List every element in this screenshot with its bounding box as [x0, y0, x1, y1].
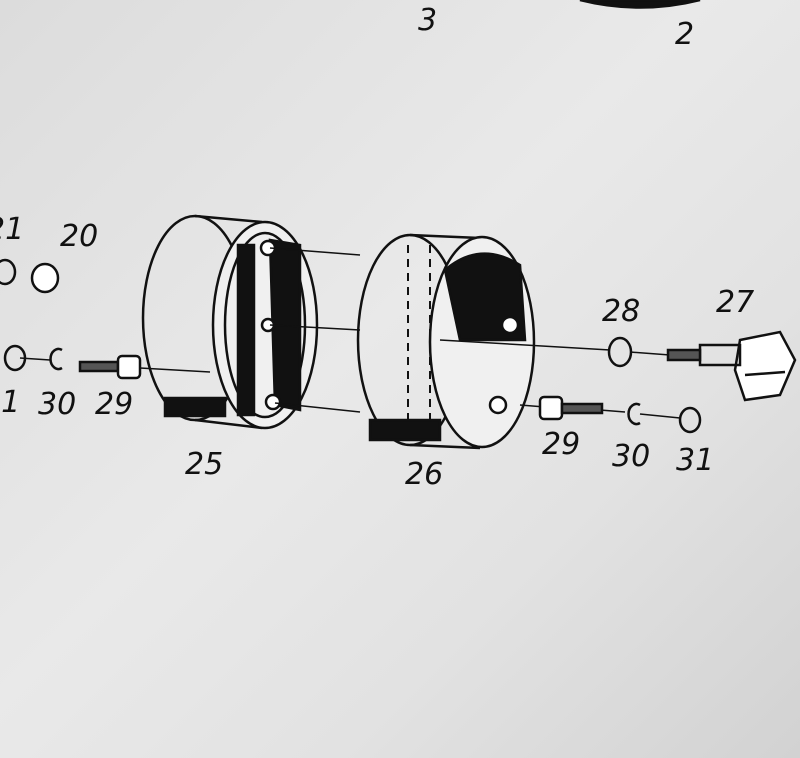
part-label-27: 27 [716, 285, 755, 320]
part-2-shape [579, 0, 701, 9]
assembly-axis-lines [19, 247, 681, 419]
part-label-26: 26 [405, 457, 444, 492]
part-label-25: 25 [185, 447, 224, 482]
washer-28 [607, 336, 633, 368]
housing-26 [356, 233, 536, 450]
part-label-3: 3 [418, 3, 438, 38]
part-label-28: 28 [602, 294, 641, 329]
part-label-21-left: 21 [0, 385, 21, 420]
screw-29-left [78, 360, 120, 373]
screw-29-right [560, 402, 604, 415]
part-label-30-right: 30 [612, 439, 651, 474]
lockwasher-30-right [627, 402, 641, 426]
housing-25 [141, 214, 319, 430]
nut-21-top [0, 258, 17, 286]
lockwasher-30-left [49, 347, 63, 371]
nut-29-left [116, 354, 142, 380]
part-label-2: 2 [675, 17, 695, 52]
part-label-30-left: 30 [38, 387, 77, 422]
part-label-20: 20 [60, 219, 99, 254]
nut-20 [30, 262, 60, 294]
bolt-27 [666, 330, 797, 402]
part-label-31: 31 [676, 443, 715, 478]
part-label-29-left: 29 [95, 387, 134, 422]
nut-29-right [538, 395, 564, 421]
nut-31 [678, 406, 702, 434]
nut-31-left [3, 344, 27, 372]
part-label-29-right: 29 [542, 427, 581, 462]
part-label-21-top: 21 [0, 212, 25, 247]
